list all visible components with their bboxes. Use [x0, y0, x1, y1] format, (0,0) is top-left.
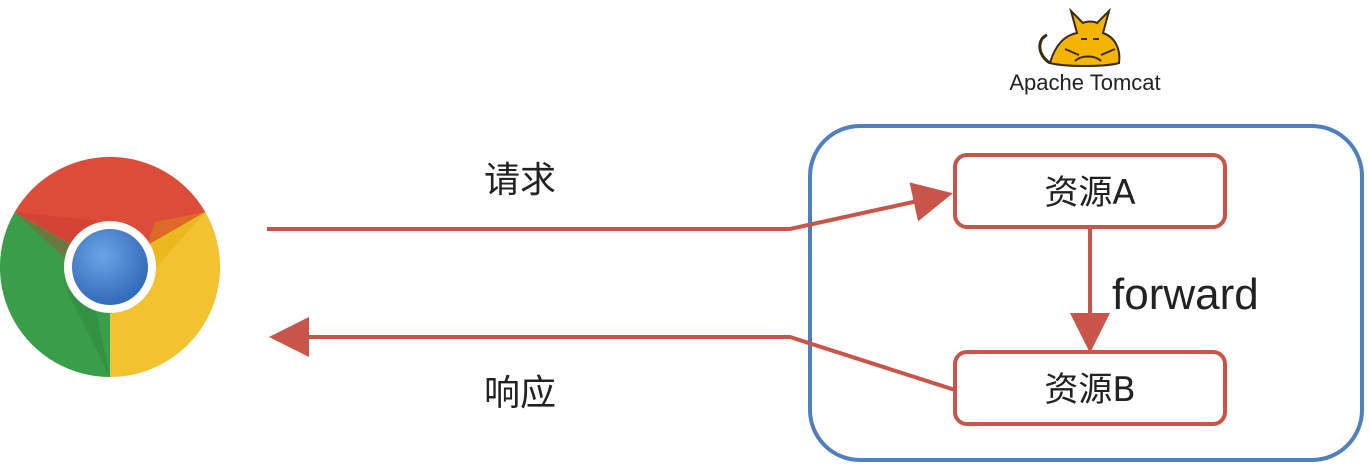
response-arrow: [269, 317, 956, 392]
request-arrow: [267, 182, 953, 231]
tomcat-logo-text: Apache Tomcat: [1009, 70, 1160, 95]
resource-b-label: 资源B: [1044, 370, 1135, 410]
tomcat-icon: [1038, 7, 1121, 67]
resource-b-box: 资源B: [953, 350, 1227, 426]
request-label: 请求: [484, 160, 556, 201]
response-label: 响应: [484, 373, 556, 414]
resource-a-label: 资源A: [1044, 173, 1135, 213]
resource-a-box: 资源A: [953, 153, 1227, 229]
chrome-icon: [0, 156, 221, 377]
forward-label: forward: [1112, 270, 1259, 319]
server-container: [808, 124, 1364, 462]
